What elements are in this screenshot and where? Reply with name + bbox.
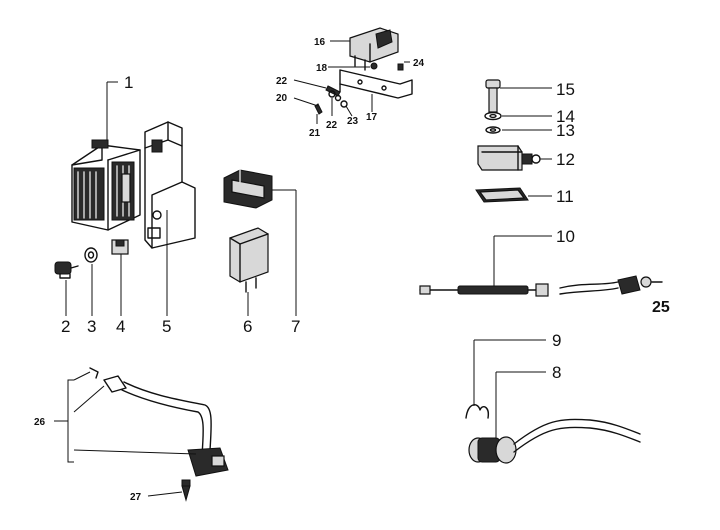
small-hardware-18-24 bbox=[314, 62, 404, 115]
callout-24: 24 bbox=[413, 58, 425, 69]
washer-14 bbox=[484, 111, 502, 121]
callout-22-bottom: 22 bbox=[326, 120, 338, 131]
callout-9: 9 bbox=[552, 331, 561, 350]
callout-21: 21 bbox=[309, 128, 321, 139]
callout-2: 2 bbox=[61, 317, 70, 336]
flasher-relay bbox=[229, 227, 269, 293]
callout-20: 20 bbox=[276, 93, 288, 104]
callout-17: 17 bbox=[366, 112, 378, 123]
callout-1: 1 bbox=[124, 73, 133, 92]
callout-12: 12 bbox=[556, 150, 575, 169]
bracket-17 bbox=[339, 69, 413, 99]
callout-18: 18 bbox=[316, 63, 328, 74]
callout-5: 5 bbox=[162, 317, 171, 336]
clip bbox=[111, 239, 129, 255]
callout-16: 16 bbox=[314, 37, 326, 48]
washer bbox=[84, 247, 98, 263]
callout-25: 25 bbox=[652, 299, 670, 316]
bulb-socket-8 bbox=[468, 418, 641, 464]
callout-3: 3 bbox=[87, 317, 96, 336]
callout-11: 11 bbox=[556, 187, 574, 206]
bolt bbox=[54, 261, 79, 279]
callout-10: 10 bbox=[556, 227, 575, 246]
voltage-regulator bbox=[71, 139, 141, 231]
switch-12 bbox=[477, 145, 541, 171]
gasket-11 bbox=[475, 187, 529, 203]
callout-14: 14 bbox=[556, 107, 575, 126]
callout-26: 26 bbox=[34, 417, 46, 428]
callout-13: 13 bbox=[556, 121, 575, 140]
callout-27: 27 bbox=[130, 492, 142, 503]
harness-26 bbox=[89, 367, 229, 477]
callout-8: 8 bbox=[552, 363, 561, 382]
callout-23: 23 bbox=[347, 116, 359, 127]
callout-numbers: 1 2 3 4 5 6 7 8 9 10 11 12 13 14 15 16 1… bbox=[34, 37, 670, 503]
spring-clip-9 bbox=[465, 404, 490, 419]
callout-22-top: 22 bbox=[276, 76, 288, 87]
callout-6: 6 bbox=[243, 317, 252, 336]
washer-13 bbox=[485, 126, 501, 134]
switch-16 bbox=[349, 27, 399, 71]
cable-10-25 bbox=[419, 275, 663, 297]
rubber-holder bbox=[223, 169, 273, 209]
callout-7: 7 bbox=[291, 317, 300, 336]
leader-lines bbox=[54, 40, 552, 497]
callout-15: 15 bbox=[556, 80, 575, 99]
regulator-bracket bbox=[144, 121, 196, 249]
screw-27 bbox=[181, 479, 191, 502]
screw-15 bbox=[485, 79, 501, 113]
callout-4: 4 bbox=[116, 317, 125, 336]
